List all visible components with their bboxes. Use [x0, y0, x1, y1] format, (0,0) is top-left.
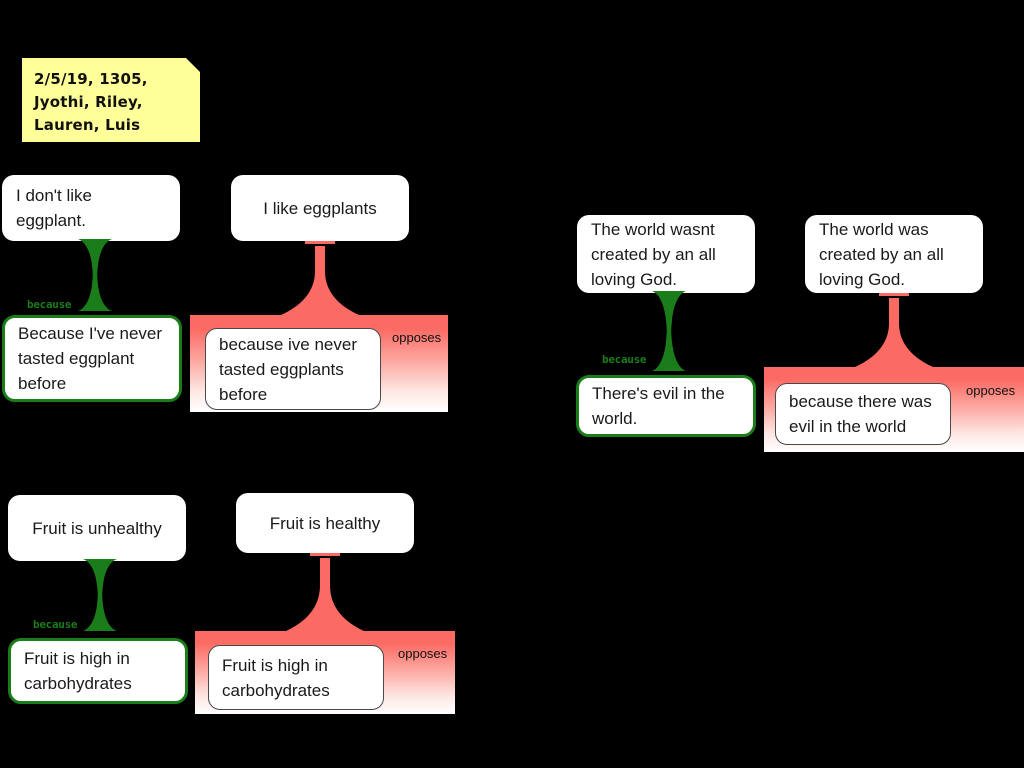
reason-box-fruit-oppose[interactable]: Fruit is high in carbohydrates	[208, 645, 384, 710]
opposes-connector-fruit	[286, 553, 364, 633]
reason-text: because there was evil in the world	[789, 392, 932, 436]
sticky-note-line-1: 2/5/19, 1305,	[34, 70, 148, 88]
claim-box-fruit-healthy[interactable]: Fruit is healthy	[236, 493, 414, 553]
claim-text: The world was created by an all loving G…	[819, 219, 944, 289]
because-connector-god	[650, 291, 688, 371]
opposes-connector-eggplant	[281, 241, 359, 317]
because-connector-eggplant	[76, 239, 114, 311]
reason-text: Fruit is high in carbohydrates	[24, 649, 132, 693]
sticky-note-line-3: Lauren, Luis	[34, 116, 141, 134]
claim-box-eggplant-like[interactable]: I like eggplants	[231, 175, 409, 241]
reason-box-eggplant-oppose[interactable]: because ive never tasted eggplants befor…	[205, 328, 381, 410]
claim-text: I don't like eggplant.	[16, 186, 93, 230]
claim-box-world-not-created[interactable]: The world wasnt created by an all loving…	[577, 215, 755, 293]
reason-text: Fruit is high in carbohydrates	[222, 655, 330, 700]
reason-box-fruit-support[interactable]: Fruit is high in carbohydrates	[8, 638, 188, 704]
link-label-because-fruit: because	[33, 618, 78, 631]
link-label-opposes-god: opposes	[966, 383, 1016, 398]
claim-text: Fruit is healthy	[269, 513, 381, 533]
sticky-note-fold-corner	[186, 58, 200, 72]
claim-text: The world wasnt created by an all loving…	[591, 219, 716, 289]
session-sticky-note[interactable]: 2/5/19, 1305, Jyothi, Riley, Lauren, Lui…	[22, 58, 200, 142]
reason-text: Because I've never tasted eggplant befor…	[18, 324, 163, 393]
link-label-opposes-eggplant: opposes	[392, 330, 442, 345]
claim-text: Fruit is unhealthy	[32, 518, 162, 538]
claim-box-eggplant-dislike[interactable]: I don't like eggplant.	[2, 175, 180, 241]
opposes-connector-god	[855, 293, 933, 369]
link-label-because-god: because	[602, 353, 647, 366]
reason-box-god-oppose[interactable]: because there was evil in the world	[775, 383, 951, 445]
claim-box-world-created[interactable]: The world was created by an all loving G…	[805, 215, 983, 293]
because-connector-fruit	[81, 559, 119, 631]
sticky-note-line-2: Jyothi, Riley,	[34, 93, 143, 111]
reason-text: because ive never tasted eggplants befor…	[219, 334, 357, 404]
reason-box-god-support[interactable]: There's evil in the world.	[576, 375, 756, 437]
claim-box-fruit-unhealthy[interactable]: Fruit is unhealthy	[8, 495, 186, 561]
reason-box-eggplant-support[interactable]: Because I've never tasted eggplant befor…	[2, 315, 182, 402]
link-label-because-eggplant: because	[27, 298, 72, 311]
claim-text: I like eggplants	[263, 198, 377, 218]
link-label-opposes-fruit: opposes	[398, 646, 448, 661]
reason-text: There's evil in the world.	[592, 384, 725, 428]
